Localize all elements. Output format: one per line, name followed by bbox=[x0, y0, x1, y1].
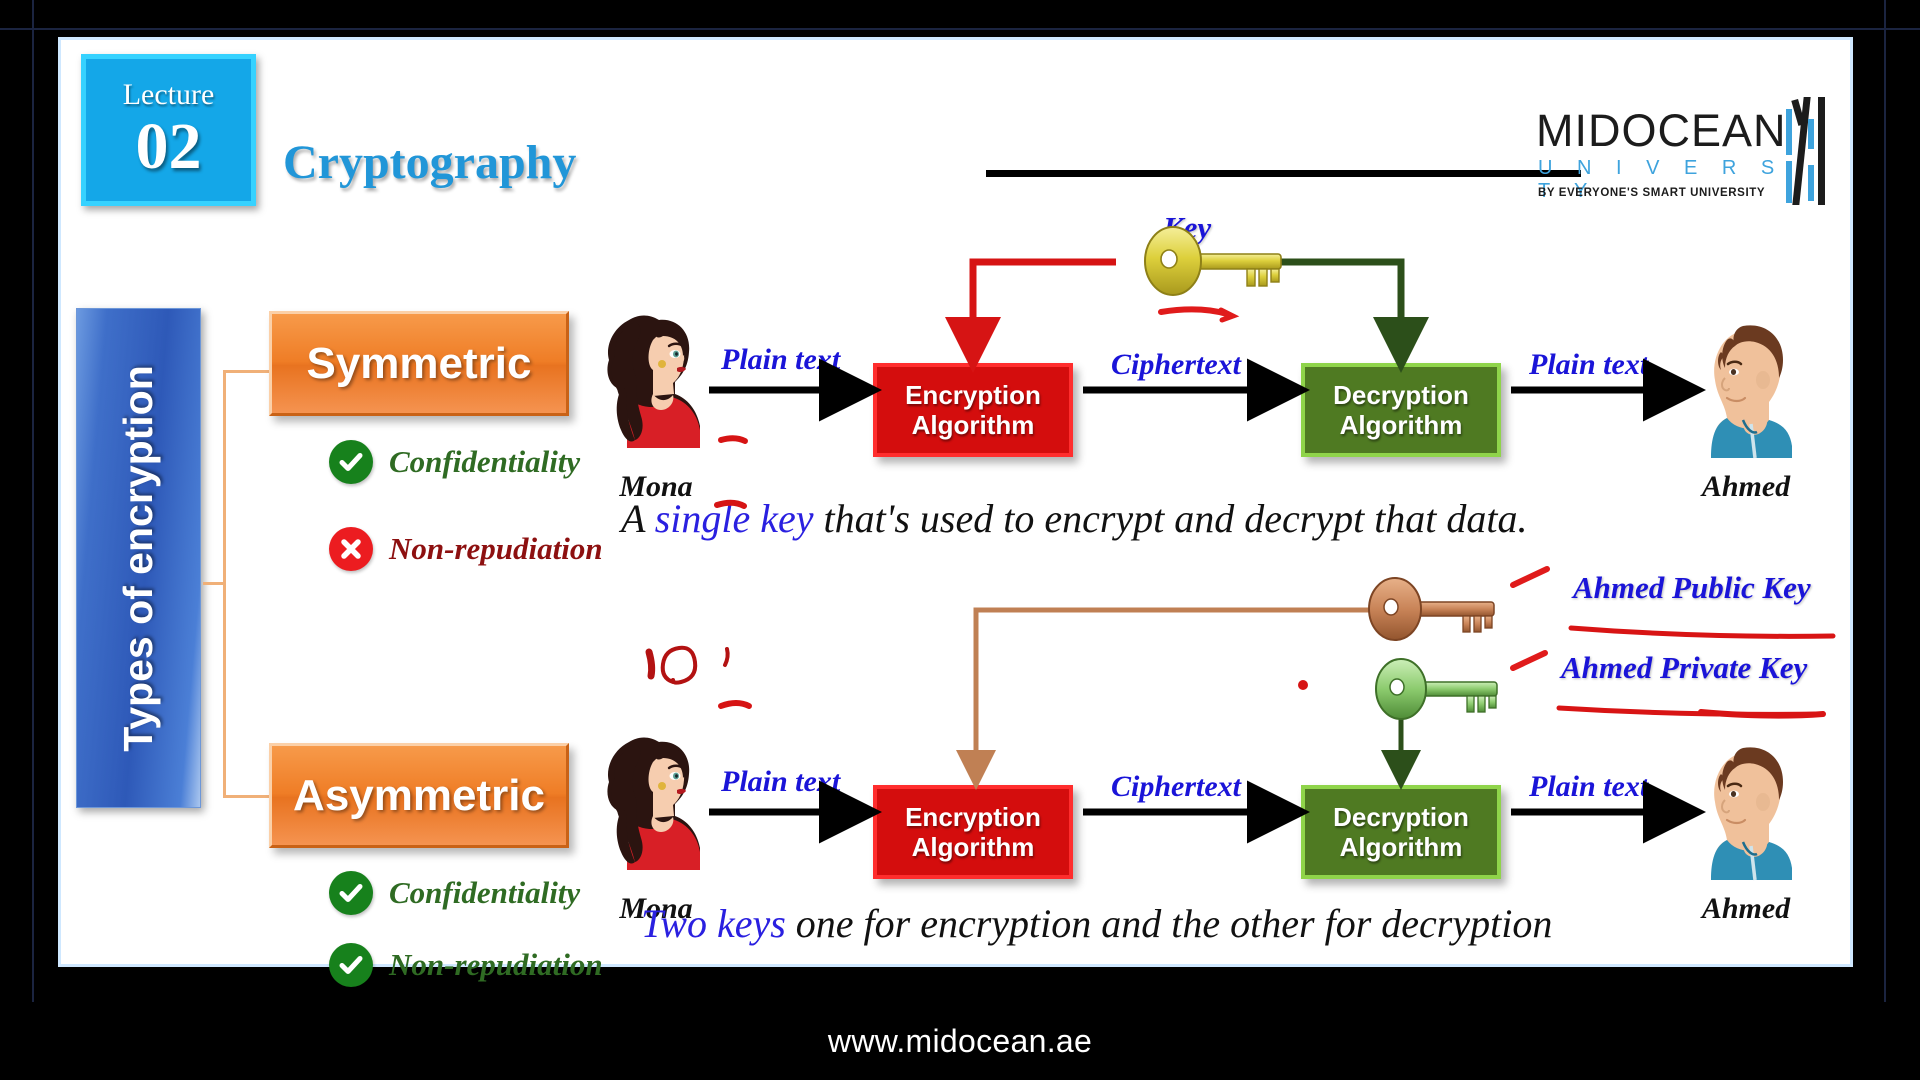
lecture-number: 02 bbox=[135, 110, 202, 183]
avatar-name-ahmed: Ahmed bbox=[1701, 470, 1791, 503]
decryption-line-2: Algorithm bbox=[1339, 410, 1463, 440]
cross-icon bbox=[329, 527, 373, 571]
property-label: Non-repudiation bbox=[389, 947, 603, 982]
caption-symmetric: A single key that's used to encrypt and … bbox=[621, 495, 1528, 542]
lecture-word: Lecture bbox=[122, 78, 215, 111]
key-icon-private bbox=[1375, 658, 1498, 720]
avatar-name-mona: Mona bbox=[619, 470, 693, 503]
decryption-line-2: Algorithm bbox=[1339, 832, 1463, 862]
caption-rest: that's used to encrypt and decrypt that … bbox=[813, 496, 1528, 541]
avatar-name-mona: Mona bbox=[619, 892, 693, 925]
avatar-ahmed-symmetric: Ahmed bbox=[1691, 298, 1801, 503]
annotation-mark-key bbox=[1158, 306, 1230, 317]
backdrop-line-left bbox=[32, 0, 34, 1080]
annotation-dot-asymmetric bbox=[1298, 680, 1308, 690]
decryption-algorithm-symmetric[interactable]: Decryption Algorithm bbox=[1301, 363, 1501, 457]
caption-highlight: single key bbox=[654, 496, 814, 541]
logo-name: MIDOCEAN bbox=[1536, 105, 1787, 156]
caption-highlight: Two keys bbox=[641, 901, 786, 946]
property-row-symmetric-nonrepudiation: Non-repudiation bbox=[329, 527, 603, 571]
property-row-asymmetric-confidentiality: Confidentiality bbox=[329, 871, 580, 915]
category-box-asymmetric[interactable]: Asymmetric bbox=[269, 743, 569, 848]
caption-rest: one for encryption and the other for dec… bbox=[785, 901, 1553, 946]
logo-subtitle: U N I V E R S I T Y bbox=[1538, 157, 1814, 202]
property-row-asymmetric-nonrepudiation: Non-repudiation bbox=[329, 943, 603, 987]
annotation-arrowhead-key bbox=[1218, 307, 1240, 323]
backdrop-line-top bbox=[0, 28, 1920, 30]
decryption-line-1: Decryption bbox=[1333, 801, 1469, 832]
property-row-symmetric-confidentiality: Confidentiality bbox=[329, 440, 580, 484]
types-of-encryption-panel: Types of encryption bbox=[76, 308, 201, 808]
key-icon-public bbox=[1368, 577, 1495, 641]
flow-label-plaintext-in-asymmetric: Plain text bbox=[721, 765, 841, 798]
annotation-mark-private-key bbox=[1510, 650, 1548, 671]
annotation-stroke-asymmetric bbox=[645, 648, 656, 680]
flow-label-plaintext-out-asymmetric: Plain text bbox=[1529, 770, 1649, 803]
logo-bars-icon bbox=[1774, 95, 1826, 207]
encryption-line-1: Encryption bbox=[905, 379, 1041, 410]
property-label: Confidentiality bbox=[389, 875, 581, 910]
flow-label-plaintext-in-symmetric: Plain text bbox=[721, 343, 841, 376]
check-icon bbox=[329, 943, 373, 987]
category-box-symmetric[interactable]: Symmetric bbox=[269, 311, 569, 416]
encryption-line-2: Algorithm bbox=[911, 410, 1035, 440]
arrow-public-key-to-encryption bbox=[956, 607, 1381, 790]
annotation-letter-d bbox=[660, 645, 698, 685]
key-label-symmetric: Key bbox=[1163, 210, 1212, 245]
avatar-ahmed-asymmetric: Ahmed bbox=[1691, 720, 1801, 925]
key-label-ahmed-private: Ahmed Private Key bbox=[1561, 650, 1808, 685]
title-divider bbox=[986, 170, 1581, 177]
underline-private-key-2 bbox=[1698, 709, 1826, 719]
sidebar-label: Types of encryption bbox=[115, 364, 161, 752]
check-icon bbox=[329, 871, 373, 915]
backdrop-line-right bbox=[1884, 0, 1886, 1080]
flow-label-plaintext-out-symmetric: Plain text bbox=[1529, 348, 1649, 381]
lecture-badge: Lecture 02 bbox=[81, 54, 256, 206]
underline-private-key-1 bbox=[1556, 705, 1824, 717]
check-icon bbox=[329, 440, 373, 484]
presentation-slide: Lecture 02 Cryptography MIDOCEAN U N I V… bbox=[58, 37, 1853, 987]
category-label-symmetric: Symmetric bbox=[306, 338, 532, 388]
decryption-line-1: Decryption bbox=[1333, 379, 1469, 410]
property-label: Confidentiality bbox=[389, 444, 581, 479]
encryption-line-1: Encryption bbox=[905, 801, 1041, 832]
annotation-mark-public-key bbox=[1510, 566, 1550, 588]
encryption-line-2: Algorithm bbox=[911, 832, 1035, 862]
avatar-name-ahmed: Ahmed bbox=[1701, 892, 1791, 925]
logo-tagline: BY EVERYONE'S SMART UNIVERSITY bbox=[1538, 187, 1766, 199]
arrow-key-to-encryption-symmetric bbox=[945, 258, 1116, 373]
annotation-mark-mona-symmetric bbox=[718, 435, 748, 444]
encryption-algorithm-symmetric[interactable]: Encryption Algorithm bbox=[873, 363, 1073, 457]
page-title: Cryptography bbox=[283, 136, 577, 189]
caption-asymmetric: Two keys one for encryption and the othe… bbox=[641, 900, 1552, 947]
avatar-mona-symmetric: Mona bbox=[601, 298, 711, 503]
category-label-asymmetric: Asymmetric bbox=[293, 770, 545, 820]
footer-bar: www.midocean.ae bbox=[0, 1002, 1920, 1080]
underline-public-key bbox=[1568, 625, 1836, 639]
midocean-logo: MIDOCEAN U N I V E R S I T Y BY EVERYONE… bbox=[1536, 95, 1826, 210]
branch-connector bbox=[203, 370, 308, 800]
property-label: Non-repudiation bbox=[389, 531, 603, 566]
avatar-mona-asymmetric: Mona bbox=[601, 720, 711, 925]
flow-label-ciphertext-symmetric: Ciphertext bbox=[1111, 348, 1242, 381]
flow-label-ciphertext-asymmetric: Ciphertext bbox=[1111, 770, 1242, 803]
key-label-ahmed-public: Ahmed Public Key bbox=[1573, 570, 1811, 605]
decryption-algorithm-asymmetric[interactable]: Decryption Algorithm bbox=[1301, 785, 1501, 879]
annotation-tick-asymmetric bbox=[723, 647, 730, 667]
footer-url: www.midocean.ae bbox=[827, 1022, 1093, 1059]
caption-lead: A bbox=[621, 496, 655, 541]
arrow-key-to-decryption-symmetric bbox=[1259, 258, 1429, 373]
annotation-mark-mona-asymmetric bbox=[718, 700, 752, 709]
encryption-algorithm-asymmetric[interactable]: Encryption Algorithm bbox=[873, 785, 1073, 879]
